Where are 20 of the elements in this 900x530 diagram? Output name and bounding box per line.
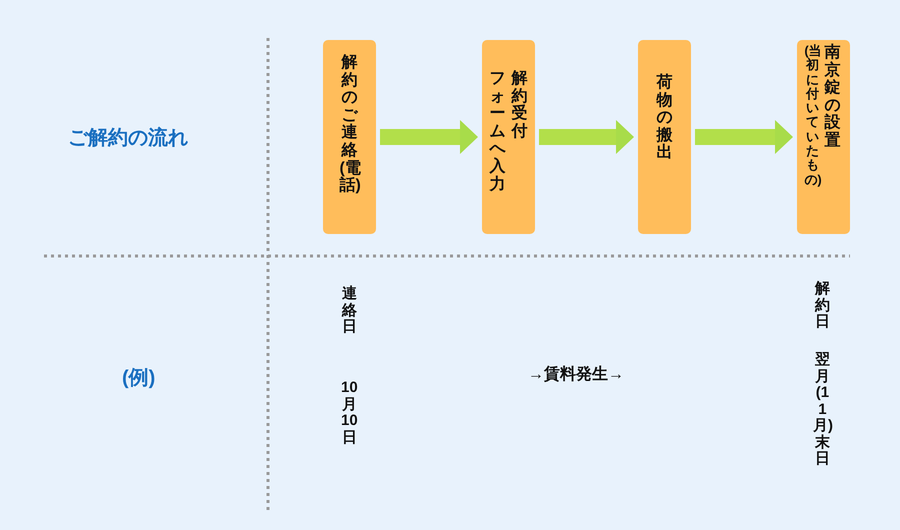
process-box xyxy=(323,40,376,234)
process-box xyxy=(797,40,850,234)
date-value: 翌月(11月)末日 xyxy=(813,352,832,468)
date-value: 10月10日 xyxy=(340,380,359,446)
step-text: 解約のご連絡(電話) xyxy=(340,54,360,195)
period-label: →賃料発生→ xyxy=(528,364,624,385)
step-text: 荷物の搬出 xyxy=(655,74,674,162)
row-heading: (例) xyxy=(122,366,156,391)
step-text: フォームへ入力 xyxy=(488,70,506,194)
row-heading: ご解約の流れ xyxy=(68,126,188,151)
date-label: 連絡日 xyxy=(340,286,358,336)
arrow xyxy=(380,120,478,154)
step-text: 解約受付 xyxy=(510,70,528,140)
process-box xyxy=(482,40,535,234)
date-label: 解約日 xyxy=(814,281,831,330)
arrow xyxy=(695,120,793,154)
process-box xyxy=(638,40,691,234)
step-text: 南京錠の設置 xyxy=(823,44,842,150)
arrow xyxy=(539,120,634,154)
step-note: (当初に付いていたもの) xyxy=(804,44,821,187)
